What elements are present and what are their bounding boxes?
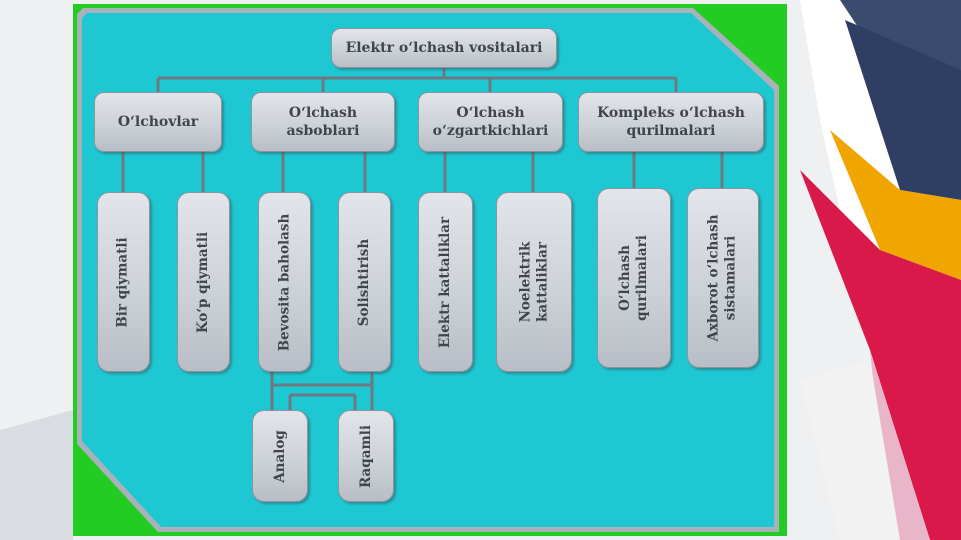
subleaf-raqamli: Raqamli [338, 410, 394, 502]
leaf-label: O‘lchash qurilmalari [617, 235, 650, 321]
leaf-solishtirish: Solishtirish [338, 192, 391, 372]
root-node: Elektr o‘lchash vositalari [331, 28, 557, 68]
leaf-olchash-qurilmalari: O‘lchash qurilmalari [597, 188, 671, 368]
subleaf-label: Raqamli [357, 424, 374, 488]
root-label: Elektr o‘lchash vositalari [345, 40, 543, 56]
leaf-axborot-olchash-sistamalari: Axborot o‘lchash sistamalari [687, 188, 759, 368]
leaf-label: Bir qiymatli [115, 236, 132, 328]
category-kompleks-olchash-qurilmalari: Kompleks o‘lchash qurilmalari [578, 92, 764, 152]
category-olchovlar: O‘lchovlar [94, 92, 222, 152]
leaf-label: Ko‘p qiymatli [195, 231, 211, 333]
subleaf-label: Analog [271, 429, 288, 483]
category-label: O‘lchovlar [117, 114, 199, 130]
leaf-label: Solishtirish [356, 238, 373, 326]
leaf-label: Axborot o‘lchash sistamalari [706, 214, 739, 342]
leaf-noelektrik-kattaliklar: Noelektrik kattaliklar [496, 192, 572, 372]
category-label: O‘lchash o‘zgartkichlari [432, 105, 549, 139]
leaf-bevosita-baholash: Bevosita baholash [258, 192, 311, 372]
leaf-label: Noelektrik kattaliklar [517, 241, 550, 323]
category-label: O‘lchash asboblari [286, 105, 360, 139]
leaf-label: Elektr kattaliklar [437, 216, 453, 348]
category-olchash-ozgartkichlari: O‘lchash o‘zgartkichlari [418, 92, 563, 152]
category-olchash-asboblari: O‘lchash asboblari [251, 92, 395, 152]
category-label: Kompleks o‘lchash qurilmalari [597, 105, 745, 139]
leaf-bir-qiymatli: Bir qiymatli [97, 192, 150, 372]
leaf-elektr-kattaliklar: Elektr kattaliklar [418, 192, 473, 372]
leaf-label: Bevosita baholash [276, 213, 292, 351]
leaf-kop-qiymatli: Ko‘p qiymatli [177, 192, 230, 372]
subleaf-analog: Analog [252, 410, 308, 502]
